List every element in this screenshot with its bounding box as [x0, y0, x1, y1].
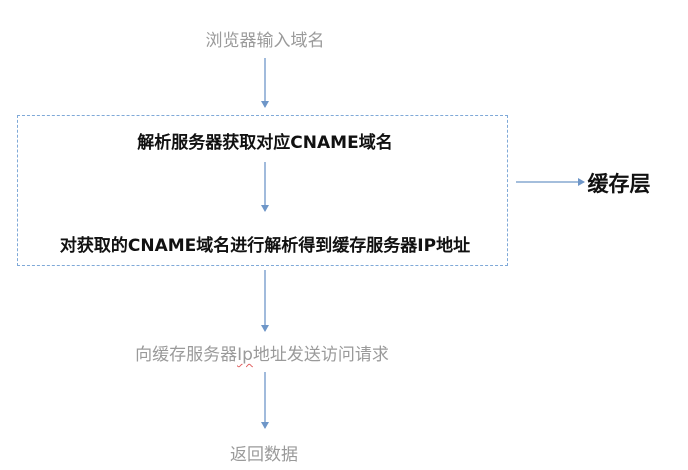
- step4-text-after: 地址发送访问请求: [252, 345, 389, 365]
- step-resolve-cache-ip: 对获取的CNAME域名进行解析得到缓存服务器IP地址: [59, 236, 471, 256]
- step-return-data: 返回数据: [230, 445, 298, 465]
- step4-text-ip: Ip: [237, 345, 253, 365]
- step-request-cache-server: 向缓存服务器Ip地址发送访问请求: [135, 340, 389, 365]
- cache-layer-label: 缓存层: [587, 172, 651, 196]
- step-resolve-cname: 解析服务器获取对应CNAME域名: [137, 133, 393, 153]
- step4-text-before: 向缓存服务器: [135, 345, 238, 365]
- cdn-process-box: [17, 115, 508, 266]
- step-browser-input-domain: 浏览器输入域名: [205, 31, 325, 51]
